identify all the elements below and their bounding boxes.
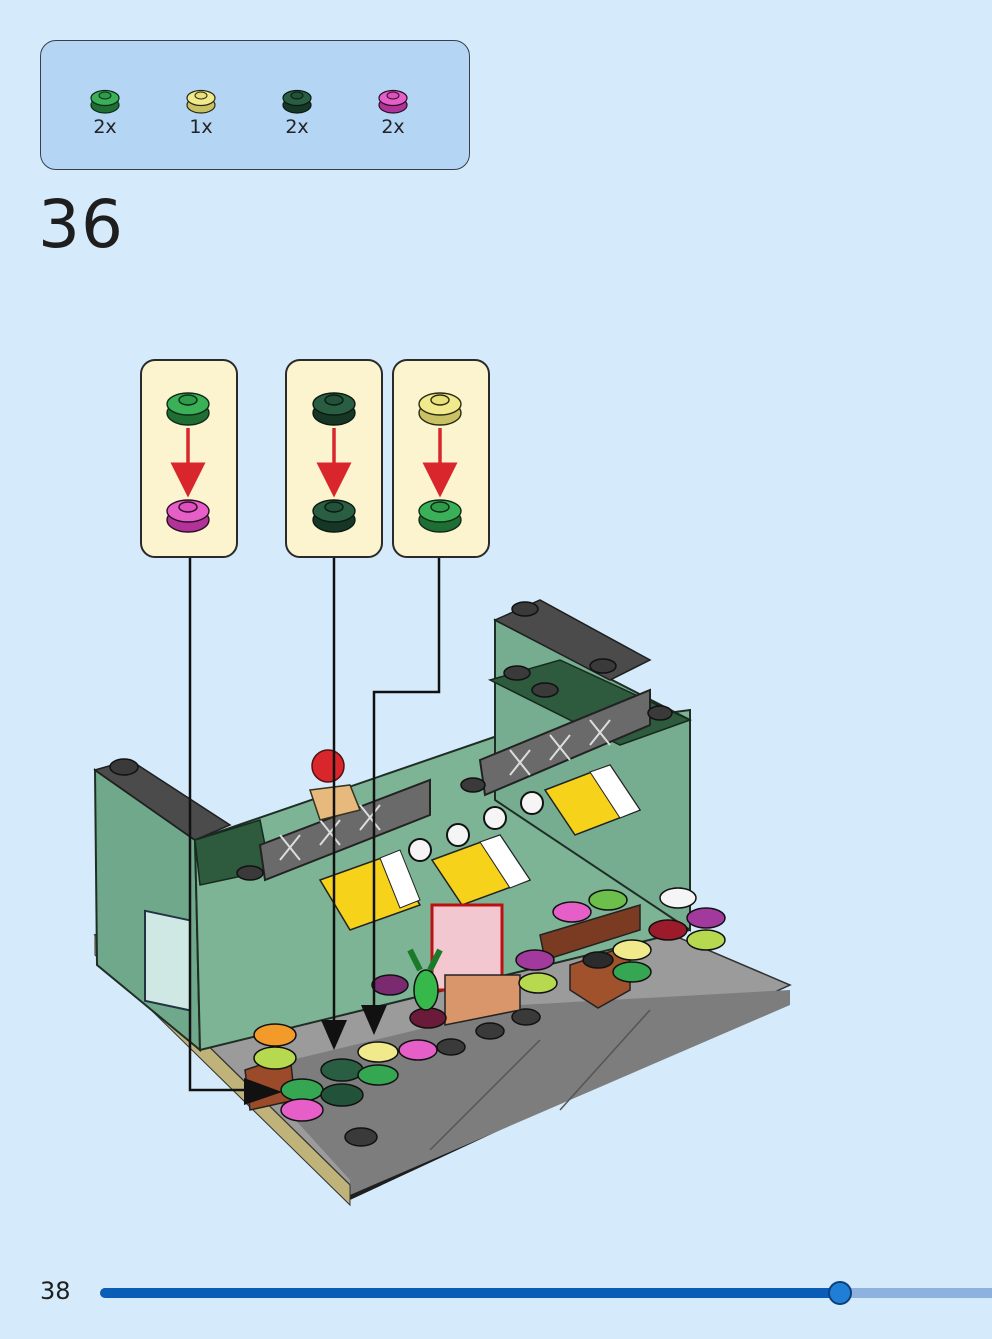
part-item-green-flower: 2x: [75, 85, 135, 137]
progress-knob[interactable]: [828, 1281, 852, 1305]
yellow-flower-plate-icon: [418, 392, 462, 426]
round-plate-dark-green-icon: [282, 89, 312, 114]
flower-shop-model: [93, 599, 792, 1207]
placement-arrowheads: [244, 1005, 387, 1105]
page-number: 38: [40, 1277, 71, 1305]
part-item-dark-green-round: 2x: [267, 85, 327, 137]
part-quantity: 2x: [285, 116, 309, 138]
part-item-yellow-flower: 1x: [171, 85, 231, 137]
step-number: 36: [38, 186, 124, 263]
parts-list-box: 2x 1x 2x 2x: [40, 40, 470, 170]
progress-bar: [100, 1281, 992, 1305]
part-quantity: 2x: [93, 116, 117, 138]
green-flower-plate-icon: [166, 392, 210, 426]
part-quantity: 1x: [189, 116, 213, 138]
part-quantity: 2x: [381, 116, 405, 138]
progress-fill: [100, 1288, 840, 1298]
callout-box-1: [140, 359, 238, 558]
round-plate-flower-magenta-icon: [378, 89, 408, 114]
build-step-illustration: [93, 359, 792, 1207]
magenta-flower-plate-icon: [166, 499, 210, 533]
callout-box-2: [285, 359, 383, 558]
round-plate-flower-yellow-icon: [186, 89, 216, 114]
green-flower-plate-icon: [418, 499, 462, 533]
part-item-magenta-flower: 2x: [363, 85, 423, 137]
dark-green-round-plate-icon: [312, 392, 356, 426]
round-plate-flower-green-icon: [90, 89, 120, 114]
callout-connector-lines: [188, 557, 441, 1092]
callout-box-3: [392, 359, 490, 558]
dark-green-round-plate-icon: [312, 499, 356, 533]
